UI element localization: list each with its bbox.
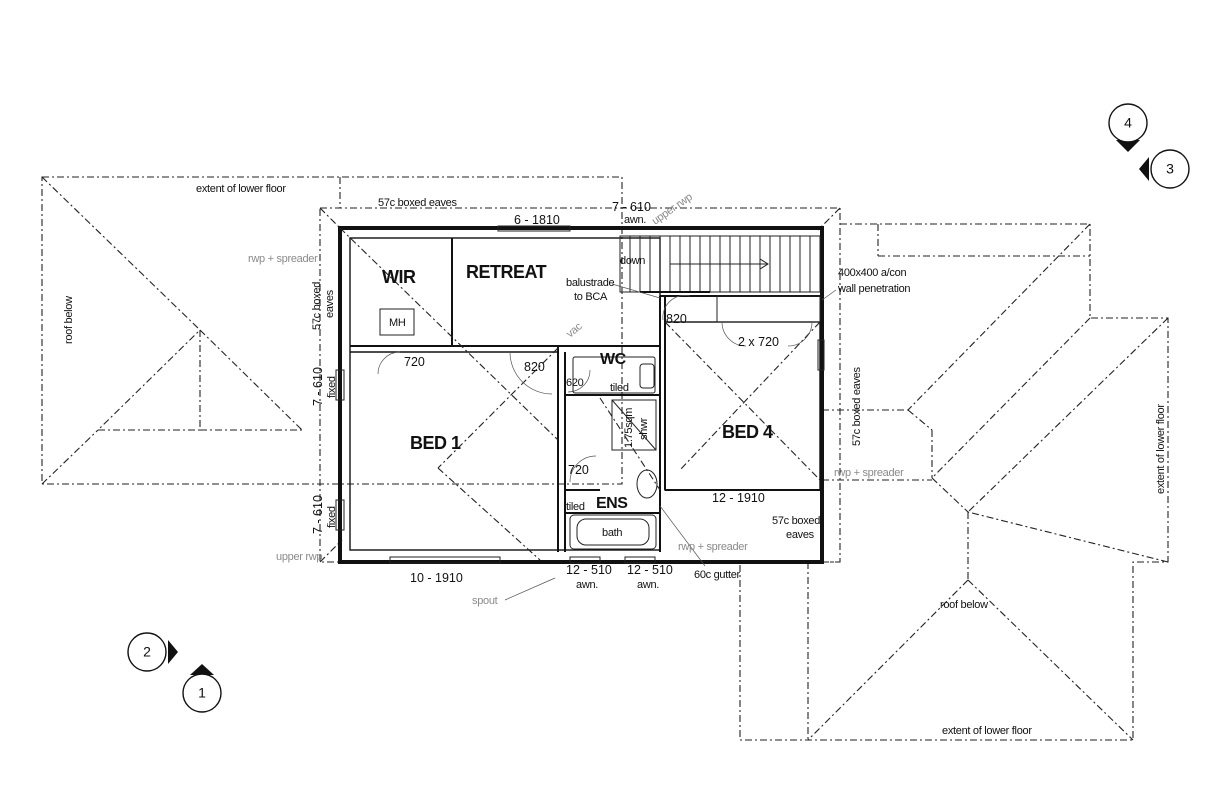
note-upper-rwp-top: upper rwp bbox=[650, 191, 695, 227]
room-label-wir: WIR bbox=[382, 267, 416, 287]
elevation-marker-1: 1 bbox=[182, 664, 222, 713]
fixed-label-2: fixed bbox=[326, 506, 338, 528]
room-label-wc: WC bbox=[600, 351, 627, 368]
note-acon-1: 400x400 a/con bbox=[838, 267, 906, 279]
note-extent-lower-floor-bottom: extent of lower floor bbox=[942, 725, 1032, 737]
awn-label-a: awn. bbox=[576, 579, 598, 591]
note-balustrade-1: balustrade bbox=[566, 277, 615, 289]
note-shower-1: 1.75sqm bbox=[623, 408, 635, 448]
room-label-bed1: BED 1 bbox=[410, 433, 461, 453]
elevation-marker-3: 3 bbox=[1139, 149, 1190, 189]
note-boxed-eaves-bottom-1: 57c boxed bbox=[772, 515, 820, 527]
bath-label: bath bbox=[602, 527, 622, 539]
note-rwp-spreader-right: rwp + spreader bbox=[834, 467, 904, 479]
note-shower-2: shwr bbox=[638, 417, 650, 440]
awn-label-b: awn. bbox=[637, 579, 659, 591]
note-acon-2: wall penetration bbox=[837, 283, 910, 295]
door-swings bbox=[377, 295, 813, 483]
annotations: extent of lower floor 57c boxed eaves 6 … bbox=[63, 183, 1167, 737]
windows bbox=[335, 225, 825, 564]
awn-label-top: awn. bbox=[624, 214, 646, 226]
room-label-retreat: RETREAT bbox=[466, 262, 547, 282]
fixed-label-1: fixed bbox=[326, 376, 338, 398]
note-gutter: 60c gutter bbox=[694, 569, 741, 581]
note-extent-lower-floor-right: extent of lower floor bbox=[1155, 404, 1167, 494]
door-label-720-wir: 720 bbox=[404, 355, 425, 369]
win-label-7-610-left-2: 7 - 610 bbox=[311, 495, 325, 534]
svg-text:1: 1 bbox=[198, 685, 206, 701]
win-label-7-610-left-1: 7 - 610 bbox=[311, 367, 325, 406]
elevation-marker-4: 4 bbox=[1108, 103, 1148, 152]
roof-below-left bbox=[41, 176, 623, 485]
note-rwp-spreader-left: rwp + spreader bbox=[248, 253, 318, 265]
note-boxed-eaves-bottom-2: eaves bbox=[786, 529, 815, 541]
note-boxed-eaves-top: 57c boxed eaves bbox=[378, 197, 457, 209]
fixtures bbox=[379, 308, 660, 550]
win-label-12-1910: 12 - 1910 bbox=[712, 491, 765, 505]
note-stair-down: down bbox=[620, 255, 645, 267]
manhole-label: MH bbox=[389, 317, 406, 329]
staircase bbox=[619, 235, 821, 293]
room-label-bed4: BED 4 bbox=[722, 422, 773, 442]
note-spout: spout bbox=[472, 595, 498, 607]
note-boxed-eaves-right: 57c boxed eaves bbox=[851, 367, 863, 446]
note-extent-lower-floor-top: extent of lower floor bbox=[196, 183, 286, 195]
note-balustrade-2: to BCA bbox=[574, 291, 608, 303]
note-tiled-wc: tiled bbox=[610, 382, 629, 394]
leader-lines bbox=[504, 283, 837, 601]
win-label-12-510-b: 12 - 510 bbox=[627, 563, 673, 577]
roof-below-right bbox=[739, 223, 1169, 741]
walls bbox=[338, 226, 824, 564]
win-label-12-510-a: 12 - 510 bbox=[566, 563, 612, 577]
door-label-820-bed1: 820 bbox=[524, 360, 545, 374]
note-upper-rwp-bottom: upper rwp bbox=[276, 551, 322, 563]
svg-text:2: 2 bbox=[143, 644, 151, 660]
door-label-620: 620 bbox=[566, 377, 584, 389]
win-label-10-1910: 10 - 1910 bbox=[410, 571, 463, 585]
note-vac: vac bbox=[564, 320, 585, 340]
upper-roof-lines bbox=[339, 227, 821, 561]
win-label-6-1810: 6 - 1810 bbox=[514, 213, 560, 227]
note-boxed-eaves-left-1: 57c boxed bbox=[311, 282, 323, 330]
elevation-marker-2: 2 bbox=[127, 632, 178, 672]
win-label-7-610-top: 7 - 610 bbox=[612, 200, 651, 214]
door-label-2x720: 2 x 720 bbox=[738, 335, 779, 349]
door-label-820-bed4: 820 bbox=[666, 312, 687, 326]
room-label-ens: ENS bbox=[596, 495, 628, 512]
door-label-720-ens: 720 bbox=[568, 463, 589, 477]
note-roof-below-right: roof below bbox=[940, 599, 988, 611]
svg-text:3: 3 bbox=[1166, 161, 1174, 177]
svg-text:4: 4 bbox=[1124, 115, 1132, 131]
note-boxed-eaves-left-2: eaves bbox=[324, 289, 336, 318]
note-tiled-ens: tiled bbox=[566, 501, 585, 513]
room-labels: WIR RETREAT BED 1 BED 4 WC ENS bbox=[382, 262, 774, 512]
note-roof-below-left: roof below bbox=[63, 296, 75, 344]
note-rwp-spreader-bottom: rwp + spreader bbox=[678, 541, 748, 553]
